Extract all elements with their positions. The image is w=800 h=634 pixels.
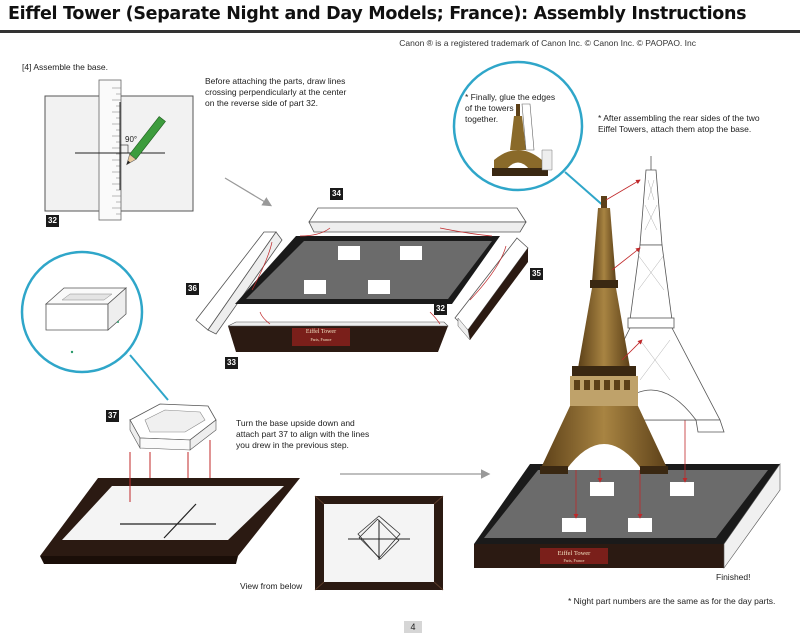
part-number-32-board: 32 [434, 303, 447, 315]
inverted-base-drawing [40, 478, 300, 564]
part-number-35: 35 [530, 268, 543, 280]
view-from-below-label: View from below [240, 581, 302, 592]
plaque-finished: Eiffel Tower Paris, France [540, 550, 608, 564]
callout-circle-left [22, 252, 168, 400]
plaque-subtitle: Paris, France [540, 557, 608, 564]
plaque-title: Eiffel Tower [292, 329, 350, 336]
draw-lines-instruction: Before attaching the parts, draw lines c… [205, 76, 405, 109]
night-parts-note: * Night part numbers are the same as for… [568, 596, 775, 607]
callout-circle-top [454, 62, 606, 208]
part-number-34: 34 [330, 188, 343, 200]
plaque-subtitle: Paris, France [292, 336, 350, 343]
turn-base-instruction: Turn the base upside down and attach par… [236, 418, 436, 451]
glue-instruction: * Finally, glue the edges of the towers … [465, 92, 575, 125]
step-heading: [4] Assemble the base. [22, 62, 108, 73]
finished-label: Finished! [716, 572, 751, 583]
exploded-base-drawing [196, 208, 528, 352]
plaque-title: Eiffel Tower [540, 550, 608, 557]
angle-label: 90° [125, 134, 137, 145]
part-32-sheet-drawing [45, 80, 193, 220]
plaque-exploded: Eiffel Tower Paris, France [292, 329, 350, 343]
view-from-below-drawing [315, 496, 443, 590]
part-number-33: 33 [225, 357, 238, 369]
part-number-37: 37 [106, 410, 119, 422]
page-number: 4 [404, 621, 422, 633]
part-number-36: 36 [186, 283, 199, 295]
attach-instruction: * After assembling the rear sides of the… [598, 113, 798, 135]
part-number-32-sheet: 32 [46, 215, 59, 227]
